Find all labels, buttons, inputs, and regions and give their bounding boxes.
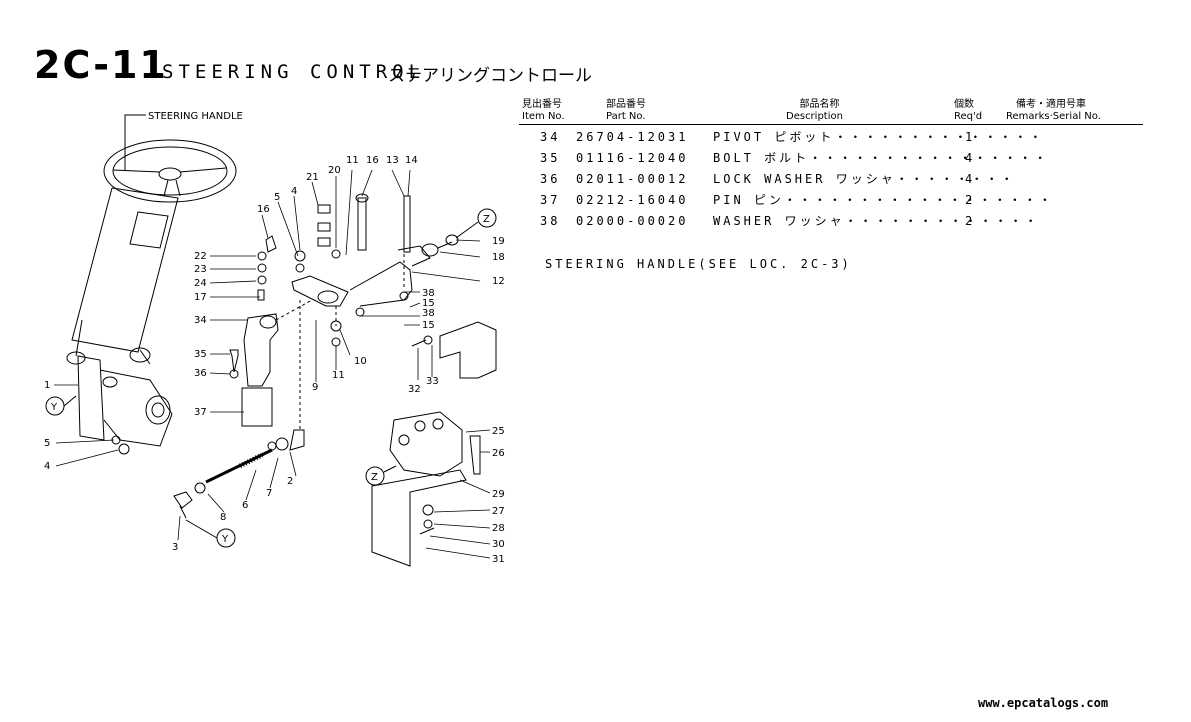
- svg-text:2: 2: [287, 476, 293, 487]
- item-no: 36: [540, 172, 561, 186]
- qty: 4: [965, 151, 973, 165]
- svg-text:10: 10: [354, 356, 367, 367]
- svg-text:Z: Z: [371, 472, 378, 483]
- ball-joint: [355, 193, 459, 257]
- parts-diagram: STEERING HANDLE: [44, 111, 505, 567]
- svg-text:Y: Y: [50, 402, 58, 413]
- part-no: 01116-12040: [576, 151, 689, 165]
- svg-text:12: 12: [492, 276, 505, 287]
- svg-text:15: 15: [422, 298, 435, 309]
- svg-text:27: 27: [492, 506, 505, 517]
- svg-text:24: 24: [194, 278, 207, 289]
- svg-text:4: 4: [44, 461, 50, 472]
- qty: 2: [965, 193, 973, 207]
- page-title-jp: ステアリングコントロール: [388, 66, 592, 86]
- svg-text:25: 25: [492, 426, 505, 437]
- svg-text:16: 16: [366, 155, 379, 166]
- svg-text:20: 20: [328, 165, 341, 176]
- callout-numbers: 1 5 4 22 23 24 17 34 35 36 37 16 5 4 21 …: [44, 155, 505, 565]
- reference-y: Y Y: [45, 395, 236, 548]
- svg-text:38: 38: [422, 308, 435, 319]
- svg-text:36: 36: [194, 368, 207, 379]
- description: PIN ピン・・・・・・・・・・・・・・・・・・: [713, 193, 1054, 207]
- svg-text:5: 5: [274, 192, 280, 203]
- page-title: STEERING CONTROL: [162, 61, 426, 83]
- svg-text:35: 35: [194, 349, 207, 360]
- reference-note: STEERING HANDLE(SEE LOC. 2C-3): [545, 257, 852, 271]
- item-no: 37: [540, 193, 561, 207]
- small-fasteners: [229, 250, 306, 379]
- handle-leader: [124, 114, 146, 170]
- svg-text:9: 9: [312, 382, 318, 393]
- part-no: 26704-12031: [576, 130, 689, 144]
- page-code: 2C-11: [34, 43, 168, 87]
- svg-text:14: 14: [405, 155, 418, 166]
- svg-text:31: 31: [492, 554, 505, 565]
- reference-z: Z Z: [365, 208, 497, 486]
- svg-text:38: 38: [422, 288, 435, 299]
- part-no: 02011-00012: [576, 172, 689, 186]
- description: PIVOT ピボット・・・・・・・・・・・・・・: [713, 130, 1045, 144]
- svg-text:37: 37: [194, 407, 207, 418]
- qty: 2: [965, 214, 973, 228]
- column-bracket: [66, 351, 173, 455]
- item-no: 38: [540, 214, 561, 228]
- footer-link[interactable]: www.epcatalogs.com: [978, 696, 1109, 710]
- svg-text:30: 30: [492, 539, 505, 550]
- description: LOCK WASHER ワッシャ・・・・・・・・: [713, 172, 1016, 186]
- svg-text:17: 17: [194, 292, 207, 303]
- svg-text:13: 13: [386, 155, 399, 166]
- description: WASHER ワッシャ・・・・・・・・・・・・・: [713, 214, 1040, 228]
- svg-text:34: 34: [194, 315, 207, 326]
- leader-lines: [54, 169, 491, 559]
- description: BOLT ボルト・・・・・・・・・・・・・・・・: [713, 151, 1050, 165]
- svg-text:7: 7: [266, 488, 272, 499]
- svg-text:19: 19: [492, 236, 505, 247]
- svg-text:18: 18: [492, 252, 505, 263]
- svg-text:Y: Y: [221, 534, 229, 545]
- svg-text:Z: Z: [483, 214, 490, 225]
- svg-text:11: 11: [332, 370, 345, 381]
- svg-text:8: 8: [220, 512, 226, 523]
- steering-column: [71, 187, 179, 365]
- svg-text:15: 15: [422, 320, 435, 331]
- svg-text:11: 11: [346, 155, 359, 166]
- lever-arm: [291, 204, 431, 347]
- svg-text:1: 1: [44, 380, 50, 391]
- header-rule: [519, 124, 1143, 125]
- handle-label: STEERING HANDLE: [148, 111, 243, 122]
- steering-valve: [371, 411, 481, 567]
- item-no: 34: [540, 130, 561, 144]
- qty: 4: [965, 172, 973, 186]
- bracket-plate: [411, 321, 497, 379]
- svg-text:16: 16: [257, 204, 270, 215]
- svg-text:4: 4: [291, 186, 297, 197]
- steering-wheel: [103, 139, 237, 203]
- qty: 1: [965, 130, 973, 144]
- svg-text:5: 5: [44, 438, 50, 449]
- svg-text:22: 22: [194, 251, 207, 262]
- part-no: 02000-00020: [576, 214, 689, 228]
- svg-text:33: 33: [426, 376, 439, 387]
- svg-text:6: 6: [242, 500, 248, 511]
- svg-text:26: 26: [492, 448, 505, 459]
- svg-text:21: 21: [306, 172, 319, 183]
- svg-text:32: 32: [408, 384, 421, 395]
- control-rod: [173, 429, 305, 519]
- item-no: 35: [540, 151, 561, 165]
- svg-text:29: 29: [492, 489, 505, 500]
- svg-text:3: 3: [172, 542, 178, 553]
- part-no: 02212-16040: [576, 193, 689, 207]
- svg-text:23: 23: [194, 264, 207, 275]
- svg-text:28: 28: [492, 523, 505, 534]
